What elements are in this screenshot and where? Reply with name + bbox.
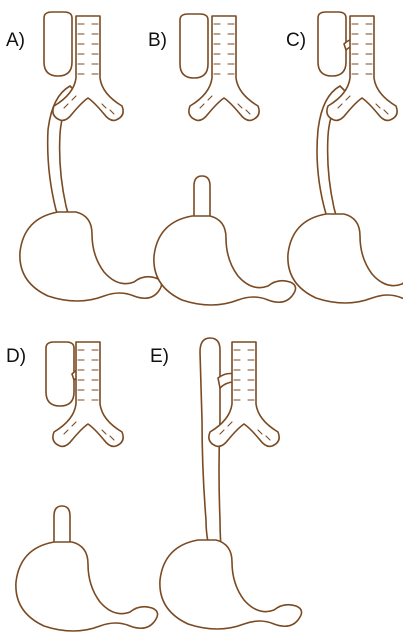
upper-esophageal-pouch (318, 12, 346, 76)
panel-label-c: C) (286, 30, 306, 51)
upper-esophageal-pouch (180, 14, 208, 78)
panel-label-b: B) (148, 30, 167, 51)
panel-label-d: D) (6, 346, 26, 367)
panel-c: C) (286, 12, 403, 303)
upper-esophageal-pouch (46, 342, 74, 406)
panel-label-e: E) (150, 346, 169, 367)
panel-d: D) (6, 342, 158, 631)
stomach (154, 216, 296, 305)
stomach (288, 214, 403, 303)
panel-a: A) (6, 12, 162, 301)
upper-esophageal-pouch (44, 12, 72, 76)
stomach (20, 212, 162, 301)
stomach (160, 540, 302, 629)
panel-e: E) (150, 338, 302, 629)
panel-label-a: A) (6, 30, 25, 51)
panel-b: B) (148, 14, 296, 305)
stomach (16, 542, 158, 631)
